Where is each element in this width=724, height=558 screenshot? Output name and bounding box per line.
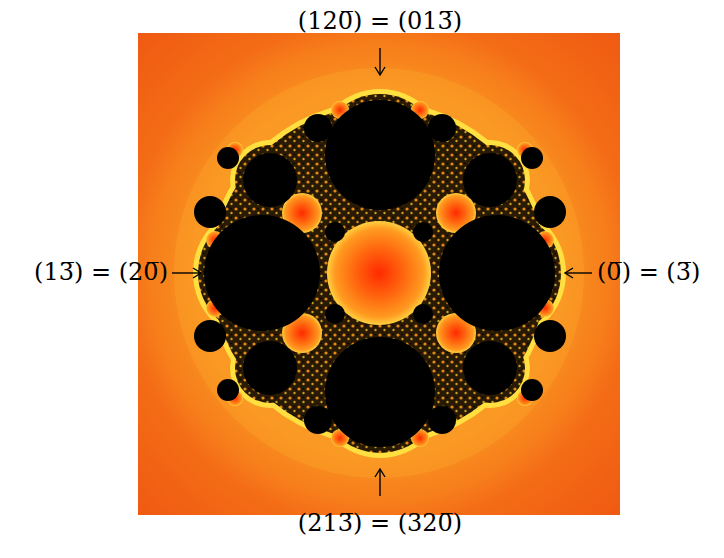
region-label: (13̅) = (20̅) <box>34 257 168 288</box>
region-label: (0̅) = (3̅) <box>597 257 700 288</box>
region-label: (120̅) = (013̅) <box>298 6 462 37</box>
region-label: (213̅) = (320̅) <box>298 508 462 539</box>
leader-arrow <box>172 48 592 496</box>
